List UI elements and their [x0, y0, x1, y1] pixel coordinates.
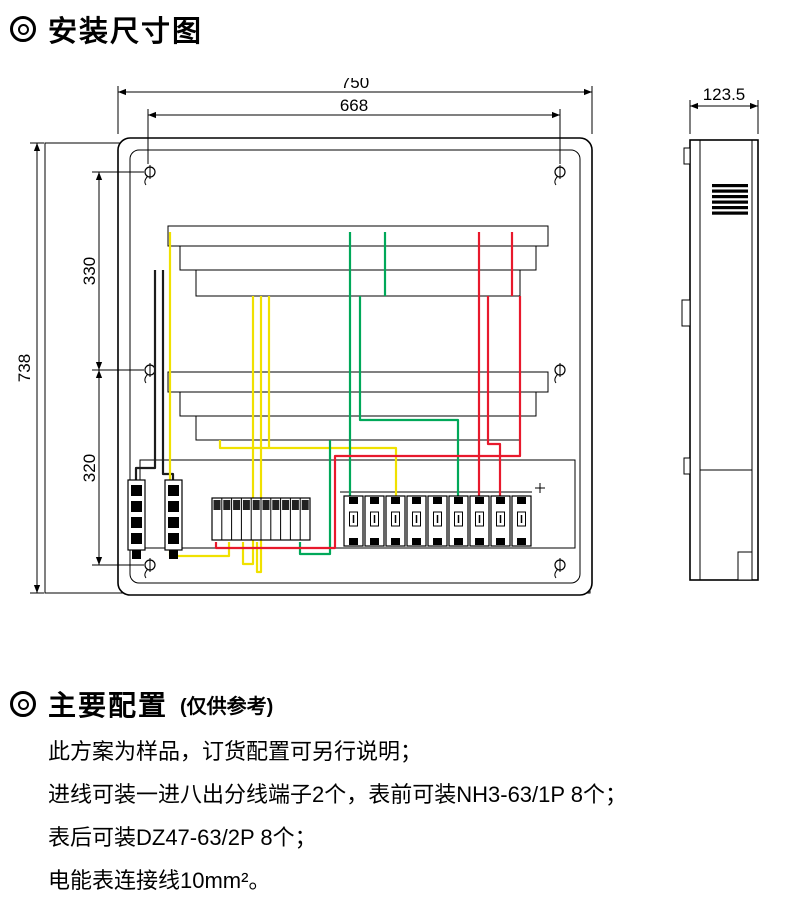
dim-depth: 123.5	[703, 85, 746, 104]
vent-grille	[712, 184, 748, 215]
door-inner-frame	[129, 149, 581, 584]
bullseye-icon	[10, 16, 36, 42]
phase-a-wire-4	[218, 440, 398, 496]
dimensions: 750 668 738 330 320 123.5	[15, 78, 759, 594]
config-note: (仅供参考)	[180, 695, 274, 718]
dim-overall-height: 738	[15, 354, 34, 382]
config-line: 此方案为样品，订货配置可另行说明；	[48, 739, 423, 764]
distribution-terminal-strip	[211, 497, 311, 541]
main-config-section: 主要配置 (仅供参考) 此方案为样品，订货配置可另行说明； 进线可装一进八出分线…	[10, 684, 794, 902]
install-dimension-heading: 安装尺寸图	[10, 8, 203, 50]
side-bottom-block	[737, 551, 753, 581]
side-view	[681, 139, 759, 581]
door-panel	[117, 137, 593, 596]
door-handle	[681, 299, 691, 327]
config-lines: 此方案为样品，订货配置可另行说明； 进线可装一进八出分线端子2个，表前可装NH3…	[48, 730, 794, 902]
phase-c-wire-4	[214, 296, 522, 550]
rail-screw-cross	[535, 483, 545, 493]
config-heading: 主要配置 (仅供参考)	[10, 684, 794, 724]
phase-c-wire-2	[486, 296, 502, 496]
bullseye-icon	[10, 691, 36, 717]
config-line: 电能表连接线10mm²。	[48, 868, 271, 893]
config-line: 进线可装一进八出分线端子2个，表前可装NH3-63/1P 8个；	[48, 782, 628, 807]
phase-a-wire-2	[241, 296, 255, 566]
config-title: 主要配置	[48, 690, 169, 721]
wiring	[134, 232, 522, 574]
config-line: 表后可装DZ47-63/2P 8个；	[48, 825, 317, 850]
phase-b-wire-2	[358, 296, 460, 496]
breaker-row	[343, 495, 532, 547]
hinge-bottom	[683, 457, 691, 475]
phase-a-wire-3	[255, 296, 263, 574]
neutral-wire-2	[161, 270, 175, 481]
inlet-terminal-block-2	[164, 479, 183, 560]
bottom-components	[127, 479, 532, 560]
meter-row-upper	[167, 225, 549, 297]
dim-overall-width: 750	[341, 78, 369, 92]
dim-mount-span-upper: 330	[80, 257, 99, 285]
dim-mount-span-lower: 320	[80, 454, 99, 482]
page-title: 安装尺寸图	[48, 16, 204, 48]
neutral-wire-1	[134, 270, 157, 481]
installation-drawing: 750 668 738 330 320 123.5	[15, 78, 759, 596]
hinge-top	[683, 147, 691, 165]
inlet-terminal-block-1	[127, 479, 146, 560]
dim-mount-hole-width: 668	[340, 96, 368, 115]
